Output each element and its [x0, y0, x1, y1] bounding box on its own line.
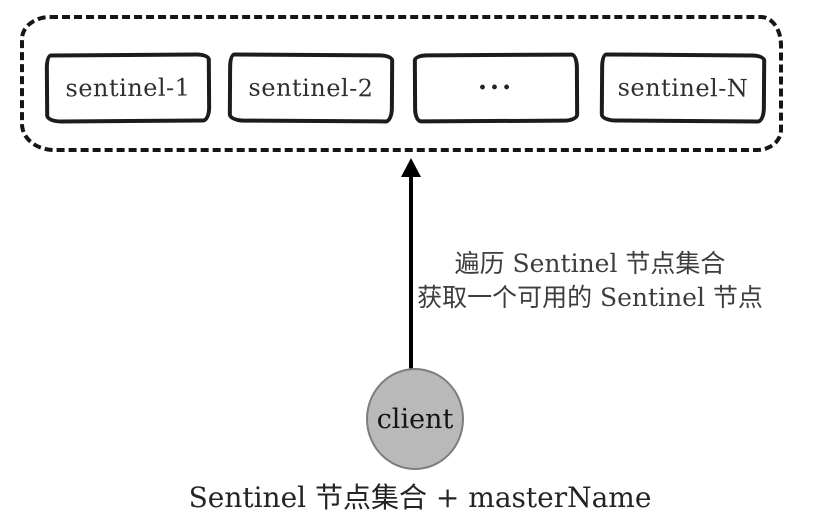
sentinel-node-2-label: sentinel-2	[248, 73, 374, 103]
sentinel-node-ellipsis: ···	[412, 52, 580, 124]
arrow-up-shaft	[409, 176, 413, 369]
sentinel-node-n: sentinel-N	[599, 52, 767, 124]
annotation-line-1: 遍历 Sentinel 节点集合	[454, 249, 726, 278]
diagram-caption: Sentinel 节点集合 + masterName	[188, 481, 652, 514]
client-node: client	[366, 368, 464, 470]
ellipsis-label: ···	[477, 72, 515, 104]
sentinel-node-1-label: sentinel-1	[65, 73, 191, 103]
arrow-up-head-icon	[401, 158, 421, 177]
sentinel-node-2: sentinel-2	[227, 52, 395, 124]
sentinel-cluster-container: sentinel-1 sentinel-2 ··· sentinel-N	[20, 15, 783, 152]
arrow-annotation: 遍历 Sentinel 节点集合 获取一个可用的 Sentinel 节点	[388, 247, 792, 315]
annotation-line-2: 获取一个可用的 Sentinel 节点	[417, 283, 763, 312]
client-node-label: client	[376, 403, 454, 435]
sentinel-node-n-label: sentinel-N	[617, 73, 749, 103]
sentinel-node-1: sentinel-1	[44, 52, 212, 124]
